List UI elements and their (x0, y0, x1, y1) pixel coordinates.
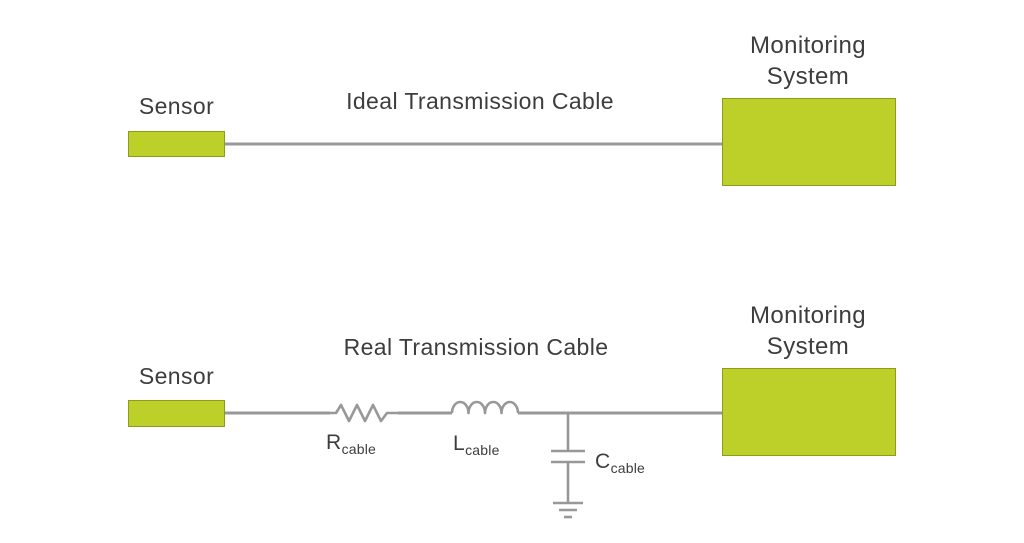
capacitor-label: Ccable (595, 450, 645, 476)
top-cable-label: Ideal Transmission Cable (346, 88, 614, 114)
top-monitoring-label-line2: System (766, 63, 850, 90)
top-monitoring-label: Monitoring System (720, 30, 896, 92)
bottom-monitoring-label-line2: System (766, 333, 850, 360)
resistor-label-symbol: R (326, 431, 342, 454)
bottom-sensor-box (128, 400, 225, 427)
top-sensor-label: Sensor (138, 93, 215, 119)
inductor-symbol (450, 400, 520, 415)
bottom-sensor-label: Sensor (138, 363, 215, 389)
capacitor-label-subscript: cable (610, 460, 646, 477)
capacitor-label-symbol: C (595, 450, 611, 473)
inductor-label: Lcable (453, 432, 500, 458)
bottom-cable-label: Real Transmission Cable (343, 334, 609, 360)
inductor-label-subscript: cable (465, 442, 500, 459)
top-monitoring-label-line1: Monitoring (749, 32, 867, 59)
inductor-label-symbol: L (453, 432, 466, 455)
top-sensor-box (128, 131, 225, 157)
bottom-monitoring-label-line1: Monitoring (749, 302, 867, 329)
bottom-monitoring-label: Monitoring System (720, 300, 896, 362)
resistor-label: Rcable (326, 431, 376, 457)
top-monitoring-system-box (722, 98, 896, 186)
bottom-monitoring-system-box (722, 368, 896, 456)
resistor-symbol (330, 403, 398, 423)
resistor-label-subscript: cable (341, 441, 377, 458)
